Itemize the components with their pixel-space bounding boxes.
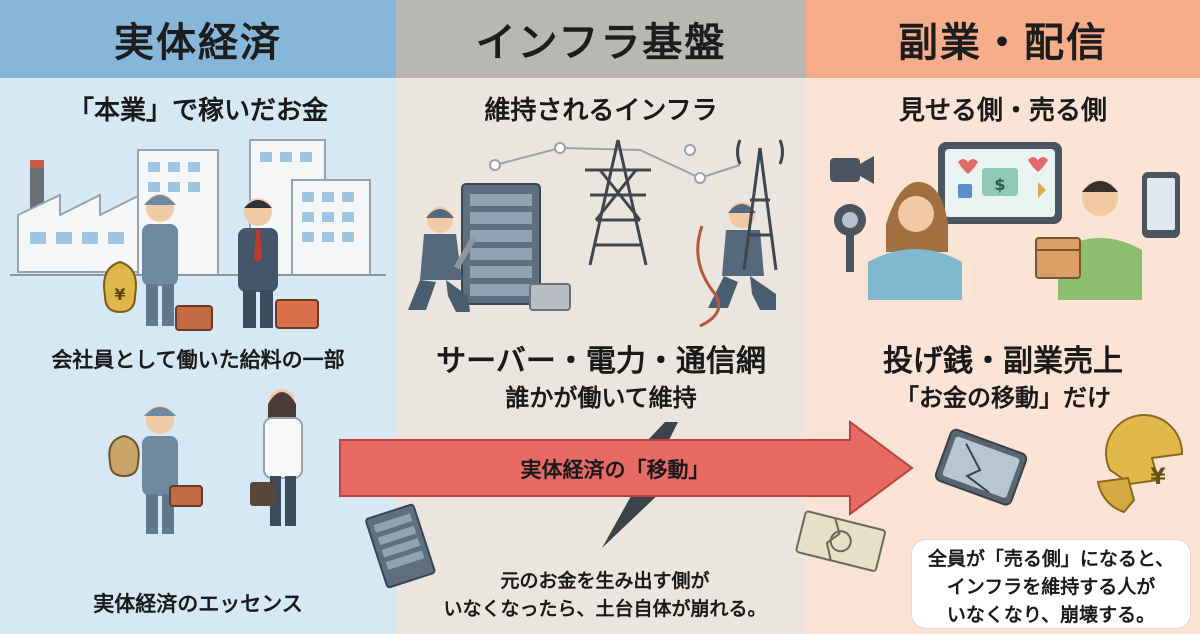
column-real-economy: 実体経済 「本業」で稼いだお金 会社員として働いた給料の一部 実体経済のエッセン… (0, 0, 396, 634)
seller-man-icon (1035, 180, 1142, 300)
streamer-woman-icon (834, 181, 962, 300)
server-rack-icon (461, 183, 541, 305)
column-infrastructure: インフラ基盤 維持されるインフラ サーバー・電力・通信網 誰かが働いて維持 (396, 0, 806, 634)
smartphone-icon (1142, 172, 1180, 238)
column-subtitle: 「本業」で稼いだお金 (67, 96, 328, 126)
infra-subline: 誰かが働いて維持 (505, 384, 697, 412)
note-line-2: インフラを維持する人が (946, 576, 1156, 598)
toolbox-icon (175, 305, 213, 331)
factory-worker-icon (142, 194, 178, 326)
svg-text:$: $ (994, 175, 1005, 194)
tablet-shop-icon: $ (938, 142, 1062, 224)
toolbox-icon (529, 283, 571, 311)
svg-text:¥: ¥ (1150, 465, 1166, 490)
collapse-warning-line-1: 元のお金を生み出す側が (500, 570, 710, 592)
column-footer: 実体経済のエッセンス (93, 592, 303, 616)
radio-tower-icon (736, 139, 784, 271)
factory-icon (17, 160, 141, 273)
column-title: 副業・配信 (806, 0, 1200, 78)
collapse-warning-line-2: いなくなったら、土台自体が崩れる。 (443, 598, 767, 620)
money-bag-icon: ¥ (103, 260, 137, 314)
technician-with-wrench-icon (408, 207, 477, 312)
note-line-3: いなくなり、崩壊する。 (946, 604, 1156, 626)
collapse-note-box: 全員が「売る側」になると、 インフラを維持する人が いなくなり、崩壊する。 (912, 540, 1190, 628)
broken-coin-icon: ¥ (1096, 414, 1184, 514)
note-line-1: 全員が「売る側」になると、 (927, 548, 1175, 570)
torn-banknote-icon (795, 510, 886, 572)
video-camera-icon (830, 156, 874, 184)
svg-text:¥: ¥ (114, 285, 125, 304)
fallen-server-icon (365, 503, 436, 589)
salary-caption: 会社員として働いた給料の一部 (51, 348, 345, 372)
briefcase-icon (275, 299, 319, 329)
power-tower-icon (585, 139, 651, 266)
column-title: 実体経済 (0, 0, 396, 78)
broken-phone-icon (934, 428, 1028, 506)
arrow-label: 実体経済の「移動」 (520, 458, 710, 482)
column-subtitle: 見せる側・売る側 (898, 96, 1107, 126)
infra-headline: サーバー・電力・通信網 (436, 344, 766, 379)
side-subline: 「お金の移動」だけ (895, 384, 1111, 412)
office-worker-woman-icon (250, 389, 303, 526)
column-title: インフラ基盤 (396, 0, 806, 78)
network-lines (489, 142, 741, 184)
column-subtitle: 維持されるインフラ (484, 96, 718, 126)
technician-with-cable-icon (696, 202, 776, 328)
worker-with-moneybag-icon (108, 406, 203, 534)
transfer-arrow-icon (339, 420, 914, 516)
side-headline: 投げ銭・副業売上 (883, 344, 1123, 379)
businessman-icon (238, 198, 278, 328)
